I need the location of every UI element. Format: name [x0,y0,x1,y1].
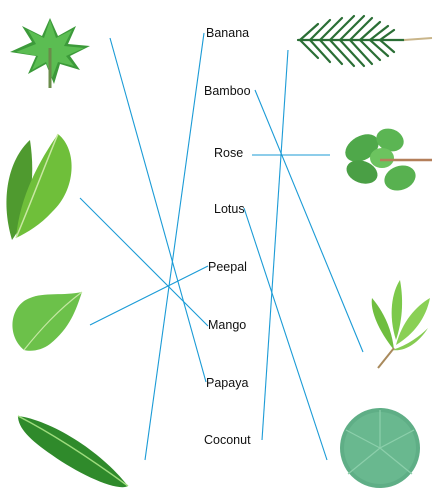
match-line [244,208,327,460]
word-coconut: Coconut [204,433,251,447]
word-mango: Mango [208,318,246,332]
word-peepal: Peepal [208,260,247,274]
match-line [262,50,288,440]
match-line [110,38,206,382]
match-line [80,198,208,326]
match-line [90,266,208,325]
word-bamboo: Bamboo [204,84,251,98]
word-lotus: Lotus [214,202,245,216]
word-rose: Rose [214,146,243,160]
match-line [145,33,204,460]
word-banana: Banana [206,26,249,40]
match-line [255,90,363,352]
word-papaya: Papaya [206,376,248,390]
